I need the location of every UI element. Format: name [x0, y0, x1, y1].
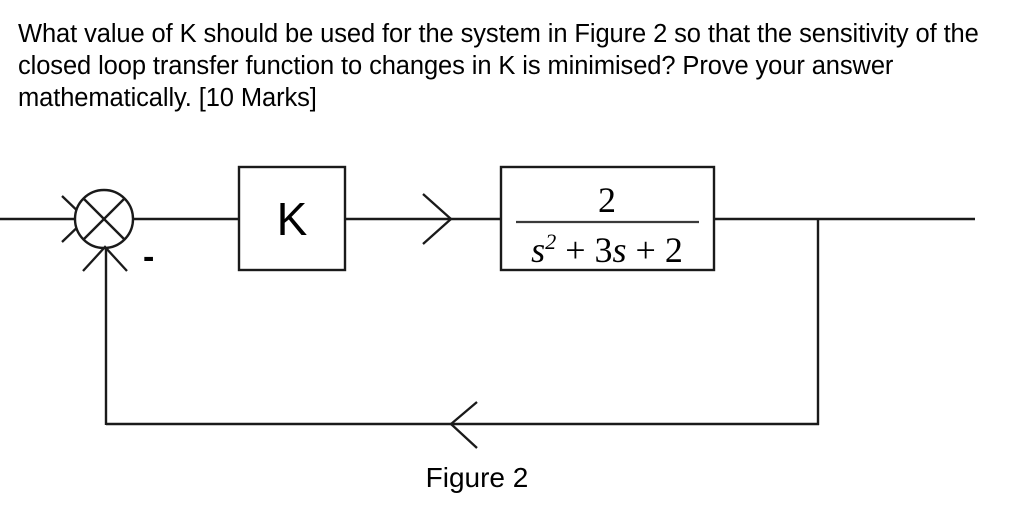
gain-block-label: K [277, 193, 308, 245]
plant-denominator-s: s [531, 230, 545, 270]
figure-caption: Figure 2 [426, 462, 529, 493]
summing-junction-sign: - [143, 238, 154, 276]
plant-denominator-exponent: 2 [545, 229, 556, 254]
plant-denominator-tail: + 2 [627, 230, 683, 270]
feedback-into-sum-arrow-icon [82, 245, 128, 272]
question-text: What value of K should be used for the s… [18, 20, 986, 112]
plant-denominator: s2 + 3s + 2 [531, 229, 683, 270]
summing-junction-cross-2 [82, 197, 126, 241]
feedback-arrow-icon [449, 401, 478, 449]
plant-numerator: 2 [598, 180, 616, 220]
forward-arrow-icon [422, 193, 453, 245]
plant-denominator-s2: s [613, 230, 627, 270]
plant-denominator-rest: + 3 [556, 230, 612, 270]
